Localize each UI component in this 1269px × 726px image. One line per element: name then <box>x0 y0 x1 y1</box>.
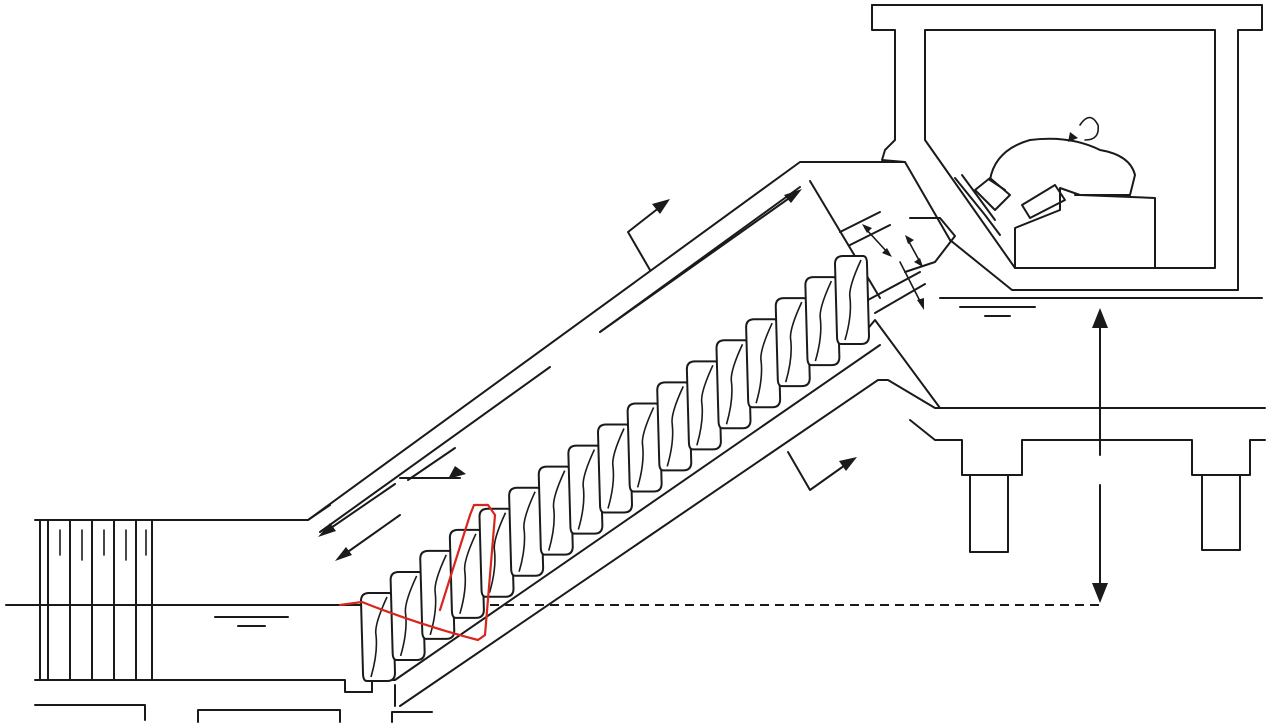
flight-blade <box>784 301 803 383</box>
motor-gearbox <box>954 116 1156 269</box>
flight-outline <box>567 444 604 535</box>
flight-blade <box>547 470 566 551</box>
flight-outline <box>537 465 574 556</box>
flight-outline <box>774 297 811 388</box>
flight-outline <box>804 276 841 367</box>
flight-outline <box>715 339 752 430</box>
flight-outline <box>508 486 545 577</box>
flight-outline <box>626 402 663 493</box>
flight-blade <box>518 491 536 572</box>
flight-blade <box>577 449 596 530</box>
arrow-down-left-2 <box>335 547 352 561</box>
upper-water-level <box>959 306 1036 317</box>
screw-flight <box>715 339 752 430</box>
outlet-structure <box>909 419 1266 553</box>
screw-flight <box>508 486 545 577</box>
flight-blade <box>814 280 833 362</box>
section-arrow-top <box>652 199 670 214</box>
screw-flight <box>685 360 722 451</box>
screw-flight <box>804 276 841 367</box>
flight-blade <box>607 428 625 509</box>
screw-flight <box>389 570 426 661</box>
flight-blade <box>666 386 684 467</box>
arrow-down-left <box>318 523 336 537</box>
trough-lower-wall <box>371 319 1266 707</box>
section-arrow-bottom <box>839 457 857 471</box>
lift-arrow-up <box>1092 308 1108 328</box>
flight-outline <box>597 423 633 514</box>
screw-flight <box>478 507 515 598</box>
screw-flight <box>774 297 811 388</box>
flight-blade <box>725 343 744 425</box>
flight-blade <box>488 512 507 593</box>
flight-blade <box>636 407 655 488</box>
flight-blade <box>844 259 862 341</box>
screw-flight <box>656 381 693 472</box>
flight-outline <box>745 318 782 409</box>
lift-arrow-down <box>1092 583 1108 603</box>
screw-flight <box>626 402 663 493</box>
flight-blade <box>370 596 388 678</box>
flight-blade <box>755 322 773 404</box>
highlighted-flight <box>338 503 497 642</box>
trash-rack <box>47 519 153 681</box>
rotation-arrow-icon <box>1068 132 1078 142</box>
screw-flight <box>360 592 396 682</box>
flight-outline <box>656 381 693 472</box>
flight-blade <box>429 554 447 636</box>
flight-blade <box>399 575 418 657</box>
lift-height-dimension <box>1092 308 1108 603</box>
flight-blade <box>696 364 714 446</box>
screw-flight <box>537 465 574 556</box>
screw-flight <box>448 528 485 619</box>
flight-blade <box>459 533 477 615</box>
flight-outline <box>448 528 485 619</box>
screw-flights <box>360 255 870 682</box>
motor-house <box>871 4 1263 299</box>
flow-arrows <box>318 189 802 561</box>
lower-water-level <box>5 604 1105 627</box>
screw-flight <box>834 255 870 345</box>
flight-outline <box>389 570 426 661</box>
screw-flight <box>597 423 633 514</box>
dimension-arrows <box>862 224 924 310</box>
flight-outline <box>478 507 515 598</box>
screw-flight <box>567 444 604 535</box>
flight-outline <box>834 255 870 345</box>
arrow-up-right <box>448 466 466 479</box>
screw-shaft <box>839 211 956 314</box>
screw-flight <box>745 318 782 409</box>
arrow-up-right-top <box>784 189 802 203</box>
flight-outline <box>685 360 722 451</box>
flight-outline <box>360 592 396 682</box>
section-cut-arrows <box>627 199 857 491</box>
